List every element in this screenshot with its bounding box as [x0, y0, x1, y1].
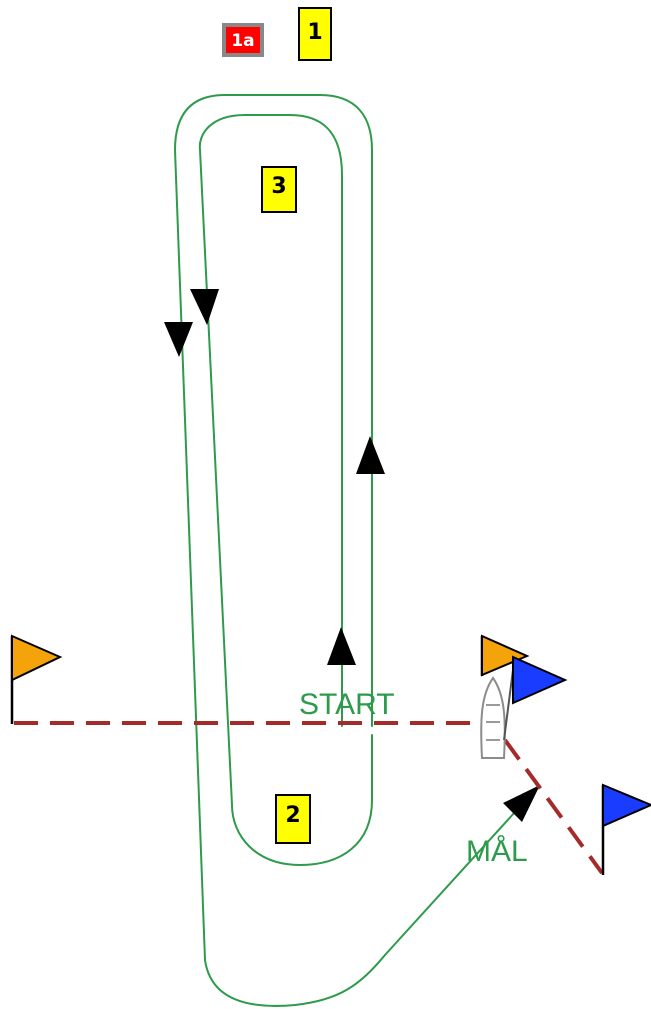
mark-3-label: 3 [271, 174, 286, 199]
mark-2-label: 2 [285, 803, 300, 828]
mark-1-label: 1 [307, 20, 322, 45]
finish-line [503, 738, 604, 875]
arrowhead-icon [503, 785, 540, 822]
arrowhead-icon [190, 289, 219, 325]
mark-3: 3 [261, 166, 297, 213]
mark-1a: 1a [222, 23, 264, 57]
start-finish-lines [14, 721, 604, 875]
orange-flag-icon [480, 634, 530, 677]
flag-cloth [512, 655, 568, 705]
route-outer-loop [174, 94, 536, 1007]
arrowhead-icon [356, 436, 385, 474]
flag-cloth [602, 783, 651, 828]
arrowhead-icon [327, 627, 356, 665]
course-route [174, 94, 536, 1007]
flag-cloth [481, 634, 530, 677]
blue-flag-icon [601, 783, 651, 875]
orange-flag-icon [10, 634, 63, 724]
mark-1: 1 [298, 7, 332, 61]
committee-boat-group [480, 634, 568, 759]
mark-2: 2 [275, 794, 311, 844]
flag-cloth [11, 634, 63, 682]
blue-flag-icon [512, 655, 568, 705]
start-label: START [299, 688, 395, 721]
direction-arrows [164, 289, 540, 822]
route-inner-loop [198, 114, 373, 866]
mark-1a-label: 1a [231, 31, 254, 51]
arrowhead-icon [164, 322, 193, 357]
finish-label: MÅL [466, 835, 528, 868]
